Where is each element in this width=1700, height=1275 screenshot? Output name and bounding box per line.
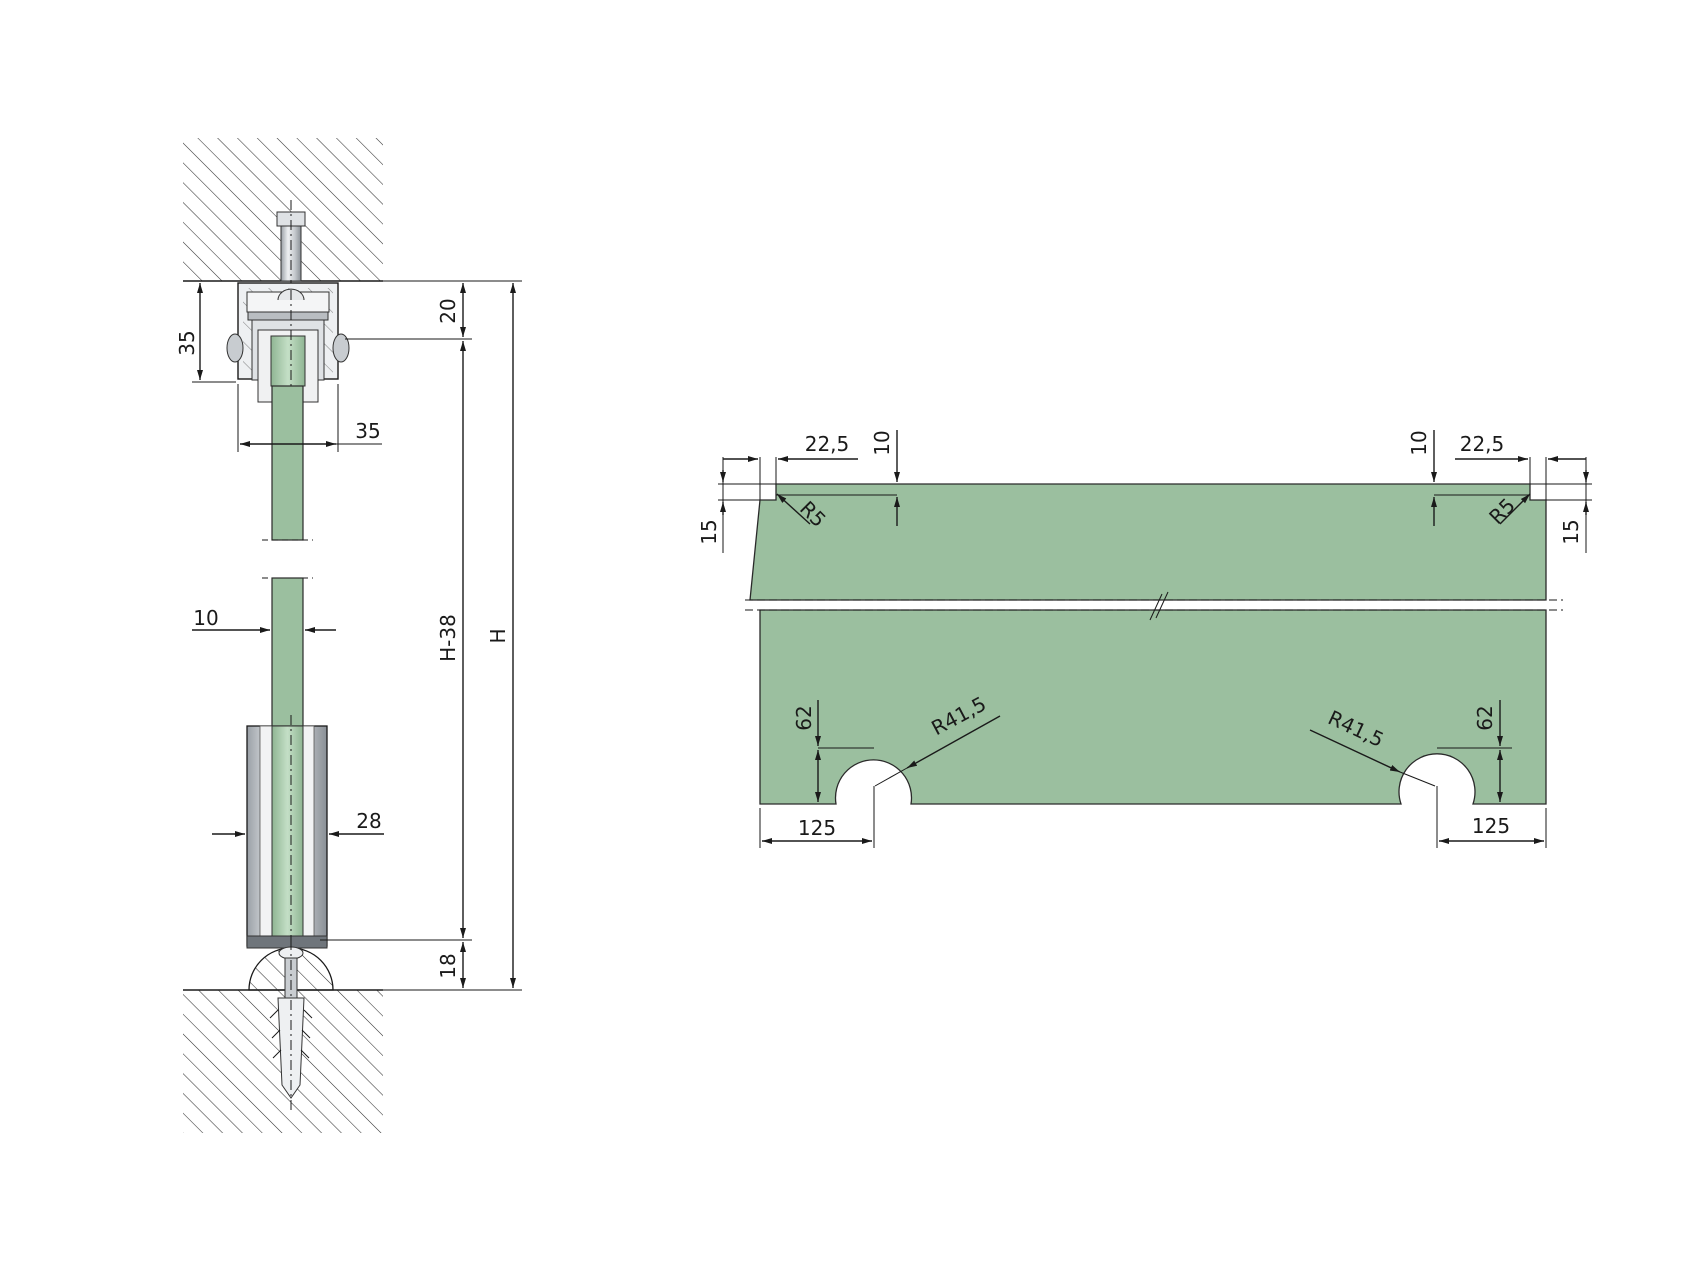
break-line <box>745 591 1563 621</box>
dimension-lines-elevation <box>718 430 1592 848</box>
glass-panel-lower <box>271 577 304 731</box>
dim-top-profile-height: 35 <box>175 330 199 355</box>
glass-panel-upper <box>271 385 304 541</box>
dim-cutout-height-right: 62 <box>1473 705 1497 730</box>
dim-corner-offset-right: 10 <box>1407 430 1431 455</box>
dim-glass-thickness: 10 <box>193 606 218 630</box>
top-fixing-screw <box>276 200 306 300</box>
dim-corner-notch-left: 22,5 <box>805 432 850 456</box>
top-profile <box>226 282 350 403</box>
dim-cutout-offset-left: 125 <box>798 816 836 840</box>
dim-corner-height-left: 15 <box>697 519 721 544</box>
dim-cutout-height-left: 62 <box>792 705 816 730</box>
dim-inner-height: H-38 <box>436 614 460 662</box>
section-view: 35 35 10 28 20 H-38 H 18 <box>175 138 522 1133</box>
dim-top-gap: 20 <box>436 298 460 323</box>
dimension-lines-section <box>192 280 522 991</box>
dim-total-height: H <box>486 628 510 643</box>
dim-cutout-offset-right: 125 <box>1472 814 1510 838</box>
dim-bottom-guide-width: 28 <box>356 809 381 833</box>
elevation-view: 22,5 10 15 R5 22,5 10 15 R5 R41,5 62 125… <box>697 430 1592 848</box>
dim-top-profile-width: 35 <box>355 419 380 443</box>
dim-bottom-gap: 18 <box>436 953 460 978</box>
dim-corner-offset-left: 10 <box>870 430 894 455</box>
dim-corner-height-right: 15 <box>1559 519 1583 544</box>
floor-stopper <box>248 940 334 1110</box>
dim-corner-notch-right: 22,5 <box>1460 432 1505 456</box>
glass-panel-elevation <box>749 483 1547 601</box>
bottom-guide <box>246 715 328 960</box>
